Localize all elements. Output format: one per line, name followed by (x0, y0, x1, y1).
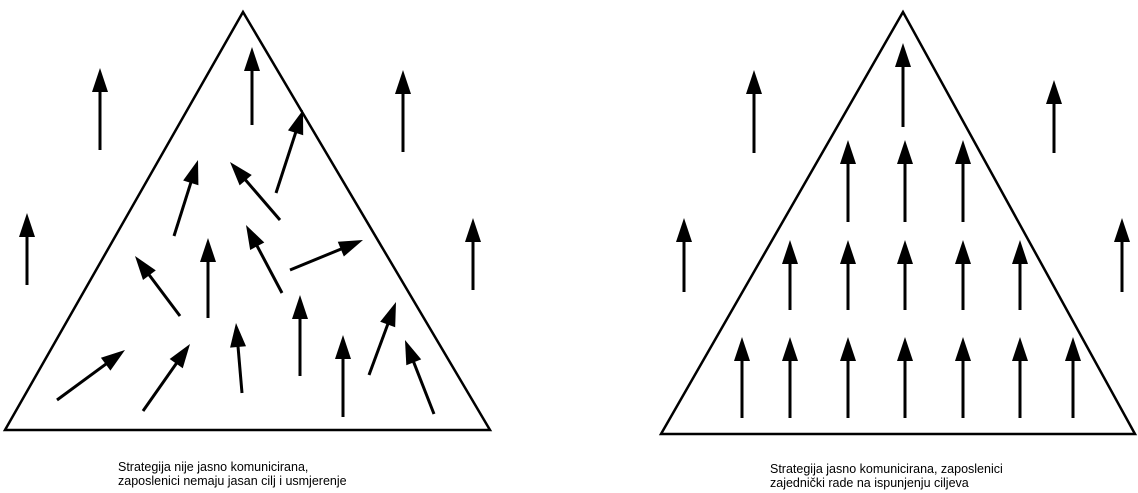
arrow (734, 337, 750, 418)
right-panel-aligned (658, 9, 1138, 436)
arrow (1065, 337, 1081, 418)
arrow (955, 337, 971, 418)
left-panel-unaligned (2, 9, 493, 432)
caption-right-line-1: Strategija jasno komunicirana, zaposleni… (770, 462, 1003, 476)
arrow (92, 68, 108, 150)
arrow (405, 340, 436, 415)
arrow (840, 240, 856, 310)
triangle-outline (2, 9, 493, 432)
arrow (200, 238, 216, 318)
arrow (782, 337, 798, 418)
arrow (56, 350, 125, 402)
arrow (367, 302, 396, 376)
arrow (840, 140, 856, 222)
arrow (895, 43, 911, 127)
arrow (19, 213, 35, 285)
arrow (897, 240, 913, 310)
arrow (955, 240, 971, 310)
arrow (274, 110, 304, 194)
arrow (135, 256, 182, 317)
caption-left: Strategija nije jasno komunicirana, zapo… (118, 460, 347, 488)
caption-right: Strategija jasno komunicirana, zaposleni… (770, 462, 1003, 490)
arrow (955, 140, 971, 222)
arrow (246, 225, 284, 294)
arrow (676, 218, 692, 292)
arrow (244, 47, 260, 125)
arrow (746, 70, 762, 153)
arrow (1114, 218, 1130, 292)
arrow (1012, 240, 1028, 310)
caption-left-line-2: zaposlenici nemaju jasan cilj i usmjeren… (118, 474, 347, 488)
arrow (395, 70, 411, 152)
arrow (1012, 337, 1028, 418)
arrow (335, 335, 351, 417)
arrow (465, 218, 481, 290)
arrow (289, 240, 363, 272)
caption-right-line-2: zajednički rade na ispunjenju ciljeva (770, 476, 969, 490)
arrow (230, 323, 247, 394)
arrow (840, 337, 856, 418)
triangle-outline (658, 9, 1138, 436)
arrow (292, 295, 308, 376)
arrow (230, 162, 282, 221)
caption-left-line-1: Strategija nije jasno komunicirana, (118, 460, 309, 474)
arrow (1046, 80, 1062, 153)
arrow (172, 160, 199, 237)
arrow (141, 344, 190, 412)
arrow (897, 140, 913, 222)
arrow (782, 240, 798, 310)
arrow (897, 337, 913, 418)
